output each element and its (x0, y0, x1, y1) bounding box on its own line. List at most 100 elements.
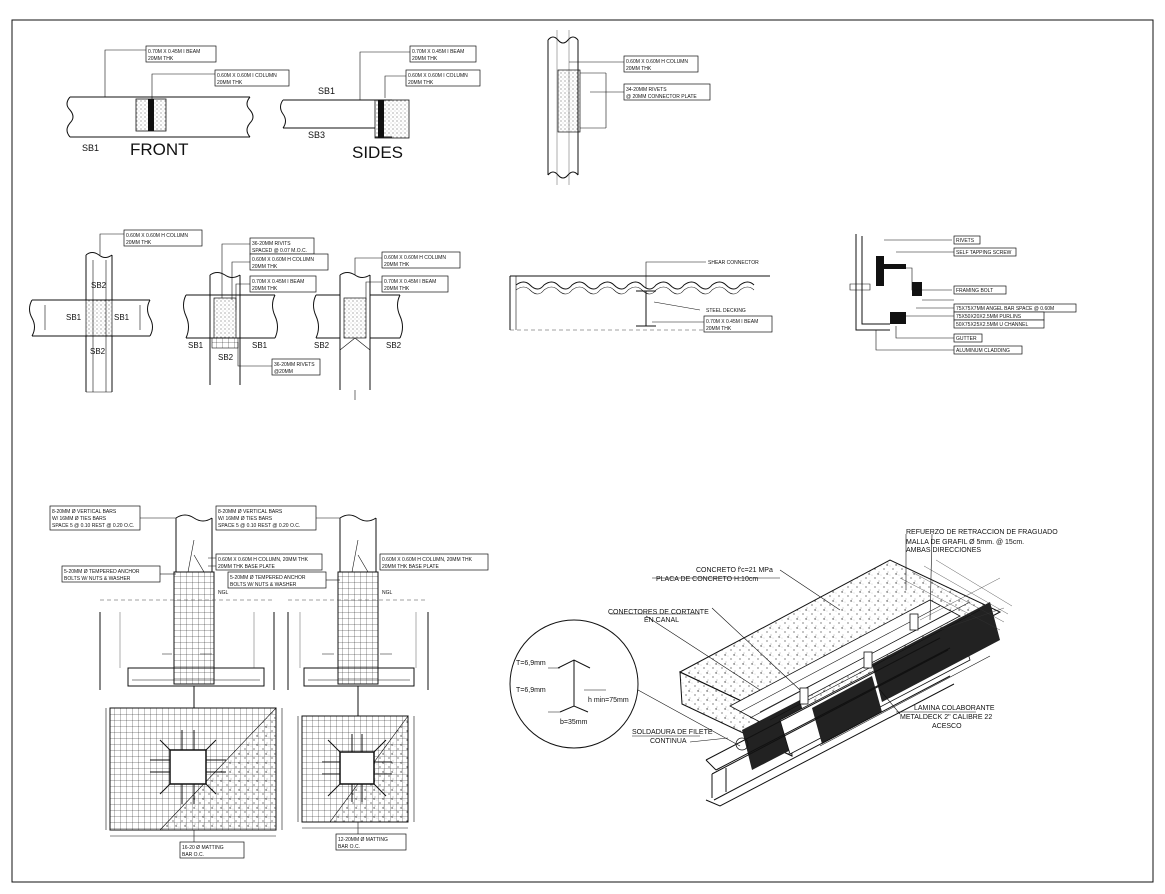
slab-t2: T=6,9mm (516, 687, 546, 694)
sides-title: SIDES (352, 143, 403, 162)
cladding-label: RIVETS (956, 238, 975, 244)
footing-a-ngl: NGL (218, 590, 229, 596)
slab-refuerzo: REFUERZO DE RETRACCION DE FRAGUADO (906, 529, 1058, 536)
composite-slab-detail: T=6,9mm T=6,9mm h min=75mm b=35mm REFUER… (509, 529, 1058, 807)
joint-a-rivets-spacing: SPACED @ 0.07 M.O.C. (252, 248, 307, 254)
slab-t1: T=6,9mm (516, 660, 546, 667)
beam-column-joint-b: 0.60M X 0.60M H COLUMN 20MM THK 0.70M X … (313, 251, 461, 400)
cladding-label-list: RIVETS SELF TAPPING SCREW FRAMING BOLT 7… (953, 235, 1077, 355)
sides-sb1-label: SB1 (318, 86, 335, 96)
footing-b-ngl: NGL (382, 590, 393, 596)
footing-a-ties: W/ 16MM Ø TIES BARS (52, 516, 107, 522)
joint-a-sb1-left: SB1 (188, 341, 204, 350)
cross-sb1-left: SB1 (66, 313, 82, 322)
deck-shear-connector: SHEAR CONNECTOR (708, 260, 759, 266)
footing-b-column-label: 0.60M X 0.60M H COLUMN, 20MM THK (382, 557, 473, 563)
deck-beam-label: 0.70M X 0.45M I BEAM (706, 319, 758, 325)
joint-a-bottom-rivets: 36-20MM RIVETS (274, 362, 315, 368)
joint-a-sb1-right: SB1 (252, 341, 268, 350)
footing-b-matting: 12-20MM Ø MATTING (338, 837, 388, 843)
joint-b-beam-thk: 20MM THK (384, 286, 410, 292)
sheet-border (11, 19, 1154, 883)
cladding-label: ALUMINUM CLADDING (956, 348, 1010, 354)
cladding-label: 75X50X20X2.5MM PURLINS (956, 314, 1022, 320)
cladding-detail: RIVETS SELF TAPPING SCREW FRAMING BOLT 7… (849, 234, 1077, 355)
splice-rivets: 34-20MM RIVETS (626, 87, 667, 93)
cross-joint-detail: 0.60M X 0.60M H COLUMN 20MM THK SB2 SB1 … (29, 229, 203, 393)
footing-a-spacing: SPACE 5 @ 0.10 REST @ 0.20 O.C. (52, 523, 134, 529)
cladding-label: GUTTER (956, 336, 977, 342)
footing-a-vertical-bars: 8-20MM Ø VERTICAL BARS (52, 509, 117, 515)
sides-column-label: 0.60M X 0.60M I COLUMN (408, 73, 468, 79)
footing-mid-labels: 0.60M X 0.60M H COLUMN, 20MM THK 20MM TH… (208, 553, 323, 571)
footing-mid-column-label: 0.60M X 0.60M H COLUMN, 20MM THK (218, 557, 309, 563)
cladding-label: 50X75X25X2.5MM U CHANNEL (956, 322, 1028, 328)
footing-a-matting-2: BAR O.C. (182, 852, 204, 858)
slab-continua: CONTINUA (650, 738, 687, 745)
cross-sb2-bottom: SB2 (90, 347, 106, 356)
footing-mid-base-plate: 20MM THK BASE PLATE (218, 564, 275, 570)
joint-a-column-thk: 20MM THK (252, 264, 278, 270)
cross-sb2-top: SB2 (91, 281, 107, 290)
front-beam-thk: 20MM THK (148, 56, 174, 62)
sides-detail: 0.70M X 0.45M I BEAM 20MM THK 0.60M X 0.… (280, 45, 481, 162)
slab-lamina: LAMINA COLABORANTE (914, 705, 995, 712)
joint-a-column-label: 0.60M X 0.60M H COLUMN (252, 257, 314, 263)
footing-b-matting-2: BAR O.C. (338, 844, 360, 850)
joint-b-sb2-right: SB2 (386, 341, 402, 350)
footing-a-matting: 16-20 Ø MATTING (182, 845, 224, 851)
sides-beam-thk: 20MM THK (412, 56, 438, 62)
cross-column-thk: 20MM THK (126, 240, 152, 246)
joint-b-column-label: 0.60M X 0.60M H COLUMN (384, 255, 446, 261)
sides-beam-label: 0.70M X 0.45M I BEAM (412, 49, 464, 55)
footing-b-detail: NGL 8-20MM Ø VERTICAL BARS W/ 16MM Ø TIE… (215, 505, 489, 851)
footing-b-spacing: SPACE 5 @ 0.10 REST @ 0.20 O.C. (218, 523, 300, 529)
slab-acesco: ACESCO (932, 723, 962, 730)
splice-column-thk: 20MM THK (626, 66, 652, 72)
splice-plate: @ 20MM CONNECTOR PLATE (626, 94, 697, 100)
joint-a-rivets: 36-20MM RIVITS (252, 241, 291, 247)
deck-section-detail: SHEAR CONNECTOR STEEL DECKING 0.70M X 0.… (509, 260, 773, 333)
cladding-label: 75X75X7MM ANGEL BAR SPACE @ 0.60M (956, 306, 1054, 312)
slab-malla: MALLA DE GRAFIL Ø 5mm. @ 15cm. (906, 539, 1024, 546)
joint-a-sb2: SB2 (218, 353, 234, 362)
front-column-thk: 20MM THK (217, 80, 243, 86)
footing-a-detail: NGL 8-20MM Ø VERTICAL BARS W/ 16MM Ø TIE… (49, 505, 283, 859)
joint-b-sb2-left: SB2 (314, 341, 330, 350)
slab-hmin: h min=75mm (588, 697, 629, 704)
cladding-label: FRAMING BOLT (956, 288, 993, 294)
joint-a-bottom-rivets-2: @20MM (274, 369, 293, 375)
joint-b-column-thk: 20MM THK (384, 262, 410, 268)
joint-a-beam-label: 0.70M X 0.45M I BEAM (252, 279, 304, 285)
front-detail: 0.70M X 0.45M I BEAM 20MM THK 0.60M X 0.… (66, 45, 290, 159)
slab-ambas: AMBAS DIRECCIONES (906, 547, 981, 554)
joint-b-beam-label: 0.70M X 0.45M I BEAM (384, 279, 436, 285)
splice-column-label: 0.60M X 0.60M H COLUMN (626, 59, 688, 65)
cross-column-label: 0.60M X 0.60M H COLUMN (126, 233, 188, 239)
sides-sb3-label: SB3 (308, 130, 325, 140)
footing-a-anchor: 5-20MM Ø TEMPERED ANCHOR (64, 569, 140, 575)
footing-b-anchor-2: BOLTS W/ NUTS & WASHER (230, 582, 297, 588)
slab-b: b=35mm (560, 719, 588, 726)
sides-column-thk: 20MM THK (408, 80, 434, 86)
column-splice-detail: 0.60M X 0.60M H COLUMN 20MM THK 34-20MM … (547, 30, 711, 185)
slab-concreto: CONCRETO f'c=21 MPa (696, 567, 773, 574)
footing-b-vertical-bars: 8-20MM Ø VERTICAL BARS (218, 509, 283, 515)
deck-beam-thk: 20MM THK (706, 326, 732, 332)
deck-steel-decking: STEEL DECKING (706, 308, 746, 314)
slab-metaldeck: METALDECK 2" CALIBRE 22 (900, 714, 992, 721)
footing-b-base-plate: 20MM THK BASE PLATE (382, 564, 439, 570)
slab-conectores: CONECTORES DE CORTANTE (608, 609, 709, 616)
cross-sb1-right: SB1 (114, 313, 130, 322)
slab-canal: EN CANAL (644, 617, 679, 624)
footing-a-anchor-2: BOLTS W/ NUTS & WASHER (64, 576, 131, 582)
beam-column-joint-a: 36-20MM RIVITS SPACED @ 0.07 M.O.C. 0.60… (183, 237, 329, 385)
front-sb1-label: SB1 (82, 143, 99, 153)
front-beam-label: 0.70M X 0.45M I BEAM (148, 49, 200, 55)
slab-soldadura: SOLDADURA DE FILETE (632, 729, 713, 736)
joint-a-beam-thk: 20MM THK (252, 286, 278, 292)
cladding-label: SELF TAPPING SCREW (956, 250, 1012, 256)
footing-b-ties: W/ 16MM Ø TIES BARS (218, 516, 273, 522)
slab-placa: PLACA DE CONCRETO H:10cm (656, 576, 758, 583)
